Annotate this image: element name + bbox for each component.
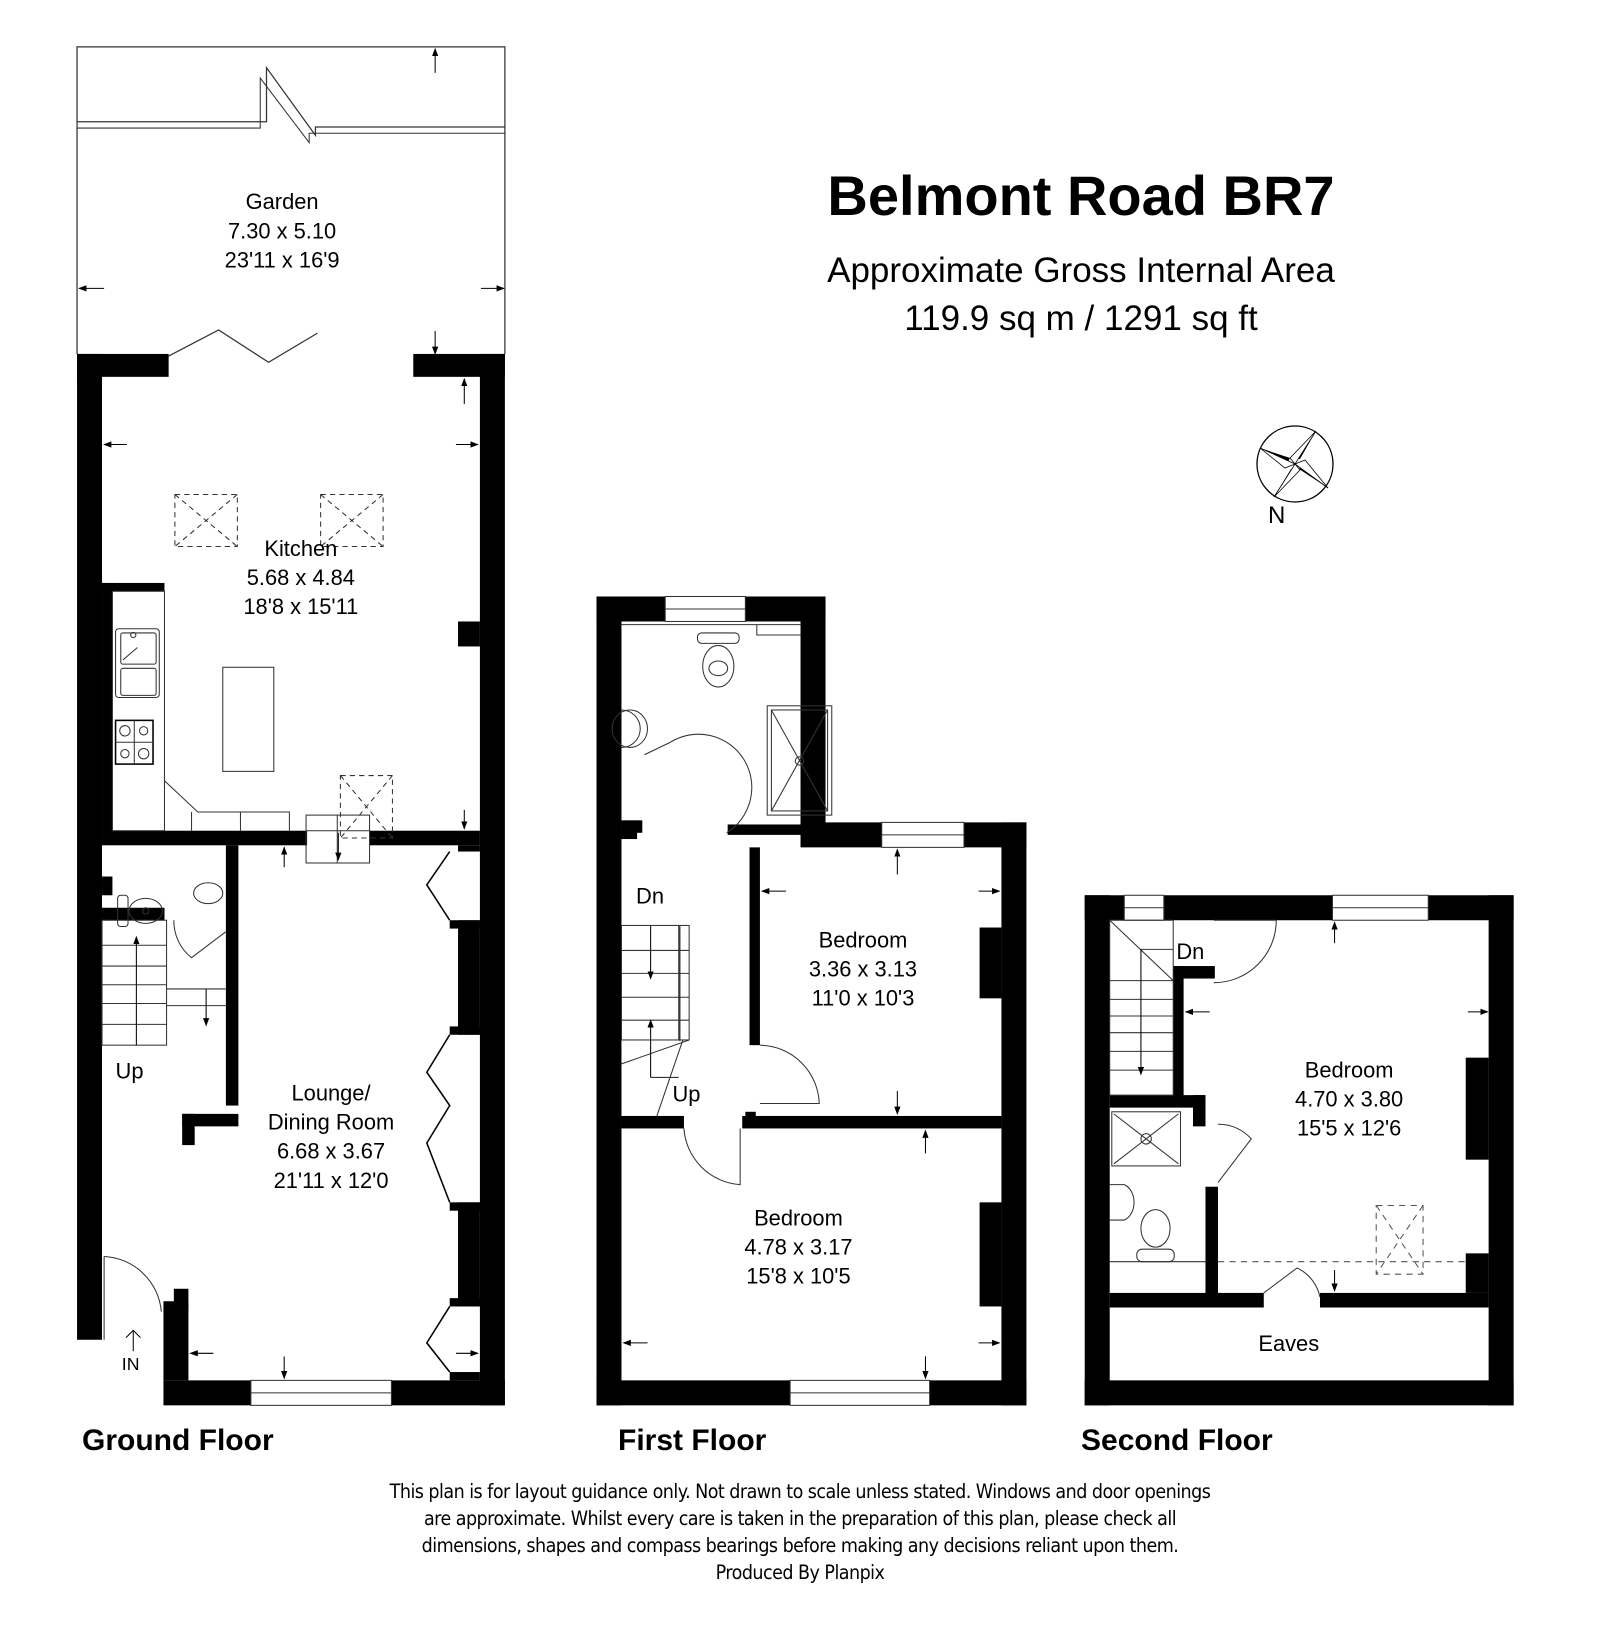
wc-fixtures [117, 882, 227, 959]
compass-north-label: N [1268, 502, 1285, 529]
area-value: 119.9 sq m / 1291 sq ft [904, 299, 1258, 338]
bedroom-2-metric: 4.78 x 3.17 [744, 1234, 852, 1259]
garden-imperial: 23'11 x 16'9 [225, 248, 340, 273]
lounge-label-line1: Lounge/ [292, 1080, 372, 1105]
bedroom-1-imperial: 11'0 x 10'3 [812, 986, 915, 1011]
bedroom-3-label: Bedroom [1305, 1057, 1394, 1082]
bathroom-fixtures [611, 624, 833, 834]
windows [664, 595, 965, 1406]
bedroom-1-label: Bedroom [819, 927, 908, 952]
staircase-second [1109, 919, 1321, 1298]
stairs-down-label: Dn [636, 884, 664, 909]
lounge-metric: 6.68 x 3.67 [277, 1139, 385, 1164]
entrance-label: IN [122, 1354, 140, 1374]
entrance-door [103, 1255, 162, 1340]
garden-area [76, 46, 506, 364]
disclaimer-line: are approximate. Whilst every care is ta… [423, 1507, 1177, 1530]
dimension-arrows [622, 848, 1001, 1380]
floor-label-ground: Ground Floor [82, 1424, 274, 1457]
dimension-arrows [1184, 921, 1489, 1292]
kitchen-metric: 5.68 x 4.84 [247, 565, 355, 590]
garden-label: Garden [246, 189, 319, 214]
floor-label-second: Second Floor [1081, 1424, 1273, 1457]
walls [77, 353, 505, 1406]
entrance-arrow-icon [125, 1329, 141, 1352]
windows [250, 1379, 392, 1406]
ground-floor-plan: Garden 7.30 x 5.10 23'11 x 16'9 Kitchen … [76, 46, 506, 1406]
second-floor-plan: Dn Bedroom 4.70 x 3.80 15'5 x 12'6 Eaves [1084, 894, 1514, 1406]
kitchen-imperial: 18'8 x 15'11 [243, 594, 358, 619]
bedroom-2-label: Bedroom [754, 1205, 843, 1230]
area-subtitle: Approximate Gross Internal Area [827, 251, 1335, 290]
floor-label-first: First Floor [618, 1424, 767, 1457]
producer-credit: Produced By Planpix [715, 1561, 885, 1584]
lounge-label-line2: Dining Room [268, 1109, 394, 1134]
walls [1084, 895, 1514, 1406]
eaves-line [1217, 1204, 1466, 1275]
staircase-first [620, 924, 820, 1186]
bedroom-3-imperial: 15'5 x 12'6 [1297, 1116, 1401, 1141]
first-floor-plan: Dn Up Bedroom 3.36 x 3.13 11'0 x 10'3 Be… [596, 595, 1027, 1406]
garden-metric: 7.30 x 5.10 [228, 218, 336, 243]
eaves-label: Eaves [1258, 1331, 1319, 1356]
staircase-ground [101, 919, 226, 1046]
disclaimer-line: This plan is for layout guidance only. N… [389, 1480, 1211, 1503]
bedroom-1-metric: 3.36 x 3.13 [809, 956, 917, 981]
bedroom-3-metric: 4.70 x 3.80 [1295, 1087, 1403, 1112]
stairs-up-label: Up [116, 1058, 144, 1083]
disclaimer: This plan is for layout guidance only. N… [260, 1478, 1340, 1586]
dimension-arrows [78, 47, 505, 355]
lounge-imperial: 21'11 x 12'0 [274, 1168, 389, 1193]
header: Belmont Road BR7 Approximate Gross Inter… [827, 164, 1335, 338]
north-compass-icon [1256, 425, 1334, 503]
disclaimer-line: dimensions, shapes and compass bearings … [421, 1534, 1179, 1557]
dimension-arrows [103, 377, 479, 1380]
skylights [174, 493, 393, 839]
stairs-up-label: Up [672, 1081, 700, 1106]
kitchen-fixtures [111, 590, 371, 864]
page-title: Belmont Road BR7 [827, 164, 1334, 227]
cupboard-doors [425, 851, 451, 1373]
windows [1123, 894, 1429, 921]
bedroom-2-imperial: 15'8 x 10'5 [746, 1264, 850, 1289]
stairs-down-label: Dn [1176, 939, 1204, 964]
kitchen-label: Kitchen [264, 536, 337, 561]
